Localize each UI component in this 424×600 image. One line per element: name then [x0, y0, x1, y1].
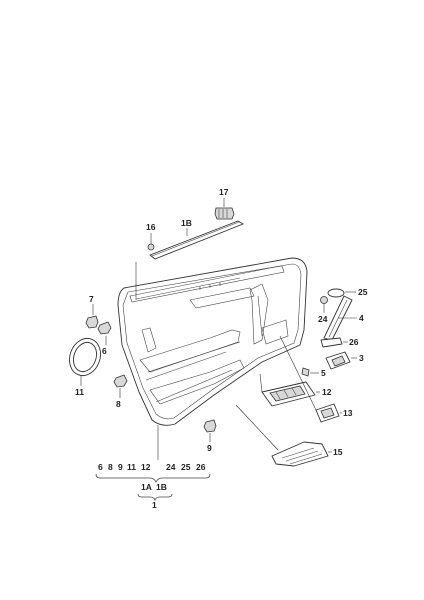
- part-7-clip: [85, 304, 99, 329]
- callout-1b-top: 1B: [181, 218, 192, 228]
- callout-labels: 17 16 1B 25 7 24 4 6 26 3 11 5 12 8 13 9…: [75, 187, 368, 457]
- group-item-12: 12: [141, 462, 151, 472]
- callout-1: 1: [152, 500, 157, 510]
- group-item-11: 11: [127, 462, 136, 472]
- callout-6: 6: [102, 346, 107, 356]
- callout-3: 3: [359, 353, 364, 363]
- part-26-bracket: [320, 337, 348, 348]
- callout-16: 16: [146, 222, 156, 232]
- part-6-clip: [97, 321, 112, 345]
- part-25-cover: [327, 288, 356, 298]
- part-24-clip: [320, 296, 328, 313]
- part-3-switch: [325, 351, 357, 370]
- part-11-speaker-ring: [69, 337, 101, 386]
- callout-group-mid: 1A 1B 1: [137, 482, 173, 510]
- part-17-clip: [214, 198, 235, 220]
- panel-leader-lines: [135, 262, 317, 460]
- part-4-pull-handle: [323, 295, 357, 341]
- part-15-cover-plate: [271, 441, 332, 467]
- group-item-1b: 1B: [156, 482, 167, 492]
- group-item-1a: 1A: [141, 482, 152, 492]
- part-5-screw: [301, 367, 319, 377]
- bracket-bottom: [95, 473, 211, 483]
- group-item-26: 26: [196, 462, 206, 472]
- part-8-clip: [113, 374, 128, 398]
- callout-24: 24: [318, 314, 328, 324]
- part-9-clip: [203, 419, 217, 442]
- callout-7: 7: [89, 294, 94, 304]
- group-item-6: 6: [98, 462, 103, 472]
- group-item-24: 24: [166, 462, 176, 472]
- callout-11: 11: [75, 387, 84, 397]
- callout-group-bottom: 6 8 9 11 12 24 25 26: [95, 462, 211, 483]
- bracket-mid: [137, 493, 173, 502]
- callout-12: 12: [322, 387, 332, 397]
- part-16-round-clip: [147, 233, 155, 251]
- part-1b-trim-strip: [149, 220, 244, 260]
- callout-4: 4: [359, 313, 364, 323]
- callout-13: 13: [343, 408, 353, 418]
- callout-15: 15: [333, 447, 343, 457]
- callout-9: 9: [207, 443, 212, 453]
- group-item-9: 9: [118, 462, 123, 472]
- part-12-switch-module: [261, 381, 320, 407]
- callout-25: 25: [358, 287, 368, 297]
- part-13-switch: [315, 403, 342, 423]
- callout-17: 17: [219, 187, 229, 197]
- callout-26: 26: [349, 337, 359, 347]
- group-item-25: 25: [181, 462, 191, 472]
- callout-5: 5: [321, 368, 326, 378]
- callout-8: 8: [116, 399, 121, 409]
- group-item-8: 8: [108, 462, 113, 472]
- part-1-door-panel: [117, 257, 308, 426]
